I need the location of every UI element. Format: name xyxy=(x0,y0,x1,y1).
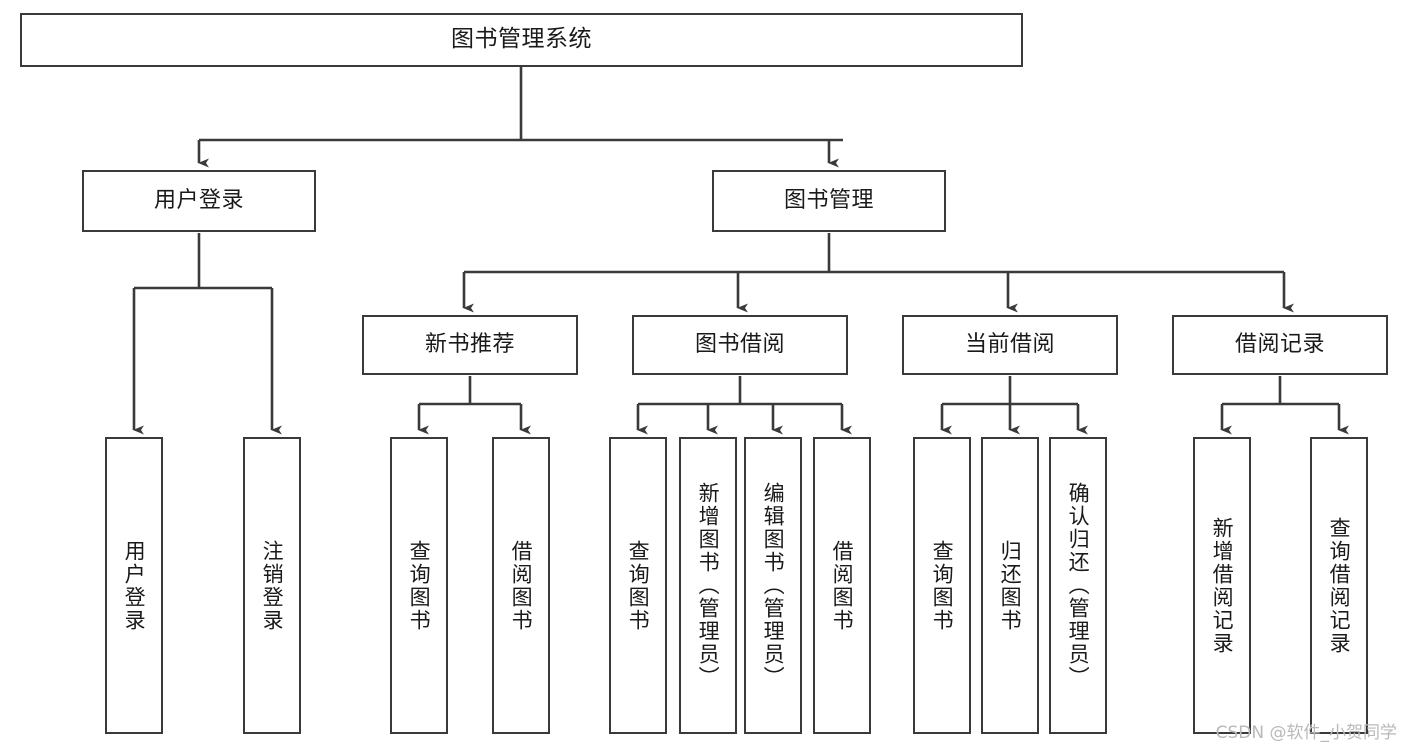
leaf-query-book-1-label: 查询图书 xyxy=(407,539,432,632)
node-current-borrow-label: 当前借阅 xyxy=(964,331,1055,357)
leaf-query-record-label: 查询借阅记录 xyxy=(1327,516,1352,655)
node-user-login[interactable]: 用户登录 xyxy=(82,170,316,232)
leaf-query-book-3-label: 查询图书 xyxy=(930,539,955,632)
leaf-query-record[interactable]: 查询借阅记录 xyxy=(1310,437,1368,734)
leaf-logout-label: 注销登录 xyxy=(260,539,285,632)
node-book-manage[interactable]: 图书管理 xyxy=(712,170,946,232)
node-new-book-recommend[interactable]: 新书推荐 xyxy=(362,315,578,375)
node-borrow-record[interactable]: 借阅记录 xyxy=(1172,315,1388,375)
leaf-borrow-book-2-label: 借阅图书 xyxy=(830,539,855,632)
leaf-query-book-2-label: 查询图书 xyxy=(626,539,651,632)
node-new-book-recommend-label: 新书推荐 xyxy=(424,331,515,357)
watermark-text: CSDN @软件_小贺同学 xyxy=(1215,723,1397,743)
leaf-return-book-label: 归还图书 xyxy=(998,539,1023,632)
leaf-query-book-3[interactable]: 查询图书 xyxy=(913,437,971,734)
leaf-confirm-return[interactable]: 确认归还（管理员） xyxy=(1049,437,1107,734)
leaf-borrow-book-2[interactable]: 借阅图书 xyxy=(813,437,871,734)
leaf-add-record[interactable]: 新增借阅记录 xyxy=(1193,437,1251,734)
node-book-borrow-label: 图书借阅 xyxy=(694,331,785,357)
leaf-confirm-return-label: 确认归还（管理员） xyxy=(1066,482,1091,689)
node-user-login-label: 用户登录 xyxy=(153,187,244,213)
node-root[interactable]: 图书管理系统 xyxy=(20,13,1023,67)
leaf-add-book[interactable]: 新增图书（管理员） xyxy=(679,437,737,734)
node-book-manage-label: 图书管理 xyxy=(783,187,874,213)
leaf-add-book-label: 新增图书（管理员） xyxy=(696,482,721,689)
leaf-borrow-book-1[interactable]: 借阅图书 xyxy=(492,437,550,734)
leaf-user-login[interactable]: 用户登录 xyxy=(105,437,163,734)
node-root-label: 图书管理系统 xyxy=(451,26,592,53)
leaf-query-book-1[interactable]: 查询图书 xyxy=(390,437,448,734)
leaf-edit-book[interactable]: 编辑图书（管理员） xyxy=(744,437,802,734)
leaf-query-book-2[interactable]: 查询图书 xyxy=(609,437,667,734)
leaf-logout[interactable]: 注销登录 xyxy=(243,437,301,734)
node-borrow-record-label: 借阅记录 xyxy=(1234,331,1325,357)
leaf-edit-book-label: 编辑图书（管理员） xyxy=(761,482,786,689)
leaf-user-login-label: 用户登录 xyxy=(122,539,147,632)
node-current-borrow[interactable]: 当前借阅 xyxy=(902,315,1118,375)
leaf-add-record-label: 新增借阅记录 xyxy=(1210,516,1235,655)
leaf-borrow-book-1-label: 借阅图书 xyxy=(509,539,534,632)
node-book-borrow[interactable]: 图书借阅 xyxy=(632,315,848,375)
leaf-return-book[interactable]: 归还图书 xyxy=(981,437,1039,734)
